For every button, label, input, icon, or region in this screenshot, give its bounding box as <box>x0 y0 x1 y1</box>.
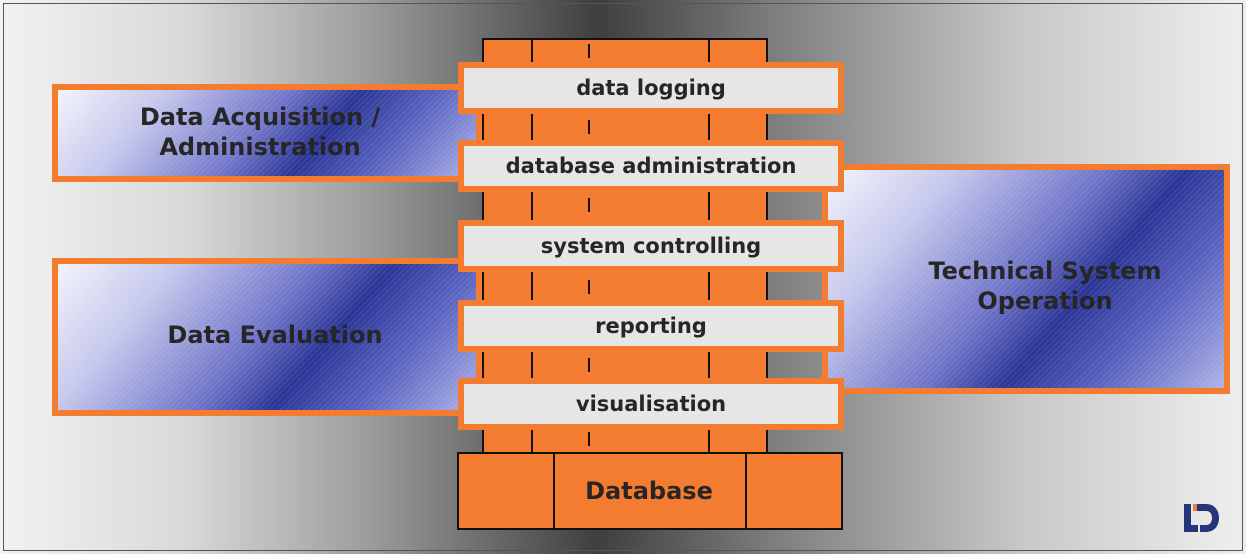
database-block-left <box>457 452 555 530</box>
panel-technical-operation-label: Technical System Operation <box>928 257 1162 315</box>
panel-technical-operation <box>822 164 1230 394</box>
layer-database-administration: database administration <box>458 140 844 192</box>
tower-tick <box>588 120 590 134</box>
panel-data-acquisition-label: Data Acquisition / Administration <box>139 103 381 161</box>
tower-tick <box>588 358 590 372</box>
panel-data-evaluation-label: Data Evaluation <box>167 321 383 349</box>
layer-reporting: reporting <box>458 300 844 352</box>
tower-tick <box>588 44 590 58</box>
panel-data-acquisition <box>52 84 482 182</box>
layer-label: visualisation <box>575 392 727 416</box>
tower-tick <box>588 280 590 294</box>
database-block-right <box>745 452 843 530</box>
layer-label: database administration <box>505 154 797 178</box>
tower-tick <box>588 198 590 212</box>
layer-system-controlling: system controlling <box>458 220 844 272</box>
panel-data-evaluation <box>52 258 482 416</box>
database-block-center <box>553 452 747 530</box>
tower-tick <box>588 432 590 446</box>
layer-visualisation: visualisation <box>458 378 844 430</box>
database-label: Database <box>585 477 713 505</box>
layer-label: reporting <box>595 314 707 338</box>
layer-label: data logging <box>576 76 726 100</box>
ld-logo-icon <box>1184 504 1219 532</box>
layer-label: system controlling <box>540 234 762 258</box>
central-tower <box>482 38 768 530</box>
layer-data-logging: data logging <box>458 62 844 114</box>
